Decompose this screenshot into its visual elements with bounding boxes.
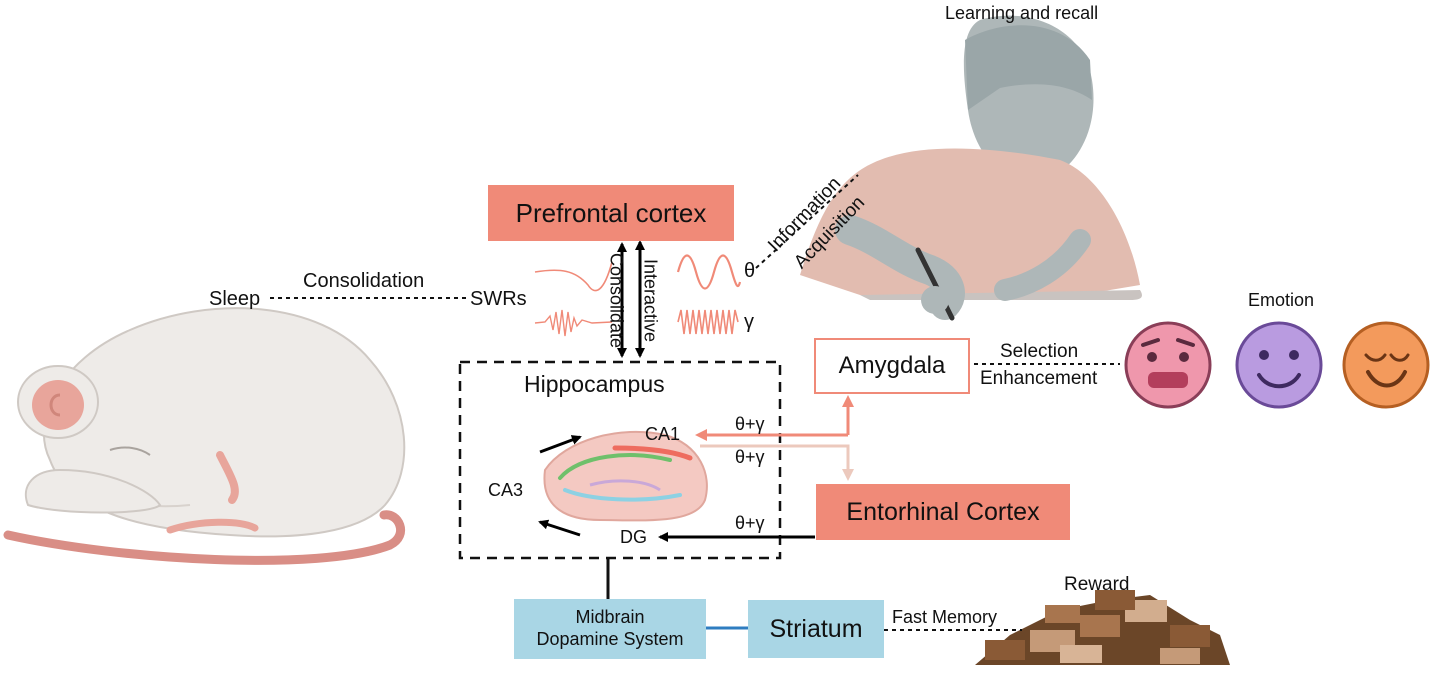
fast-memory-label: Fast Memory [892, 607, 998, 627]
information-acquisition-connector [755, 174, 859, 269]
gamma-symbol: γ [744, 311, 754, 333]
reward-pellets-illustration [975, 590, 1230, 665]
striatum-box: Striatum [748, 600, 884, 658]
entorhinal-cortex-label: Entorhinal Cortex [846, 497, 1040, 526]
prefrontal-cortex-label: Prefrontal cortex [515, 197, 707, 228]
face-smiling-icon [1235, 321, 1323, 409]
consolidate-label: Consolidate [606, 252, 627, 349]
sleep-label: Sleep [209, 288, 261, 310]
interactive-label: Interactive [640, 258, 661, 343]
entorhinal-cortex-box: Entorhinal Cortex [816, 484, 1070, 540]
swrs-label: SWRs [470, 288, 527, 310]
dg-label: DG [620, 527, 647, 547]
striatum-label: Striatum [769, 614, 863, 643]
theta-symbol: θ [744, 260, 756, 282]
dg-to-ca3-arrow [538, 519, 581, 537]
theta-gamma-label-entorhinal: θ+γ [735, 447, 765, 467]
sleeping-rat-illustration [3, 307, 406, 565]
prefrontal-cortex-box: Prefrontal cortex [488, 185, 734, 241]
swr-ripple-icon [534, 309, 613, 337]
ca3-label: CA3 [488, 480, 524, 500]
midbrain-label-line1: Midbrain [575, 607, 645, 628]
ca1-label: CA1 [645, 424, 681, 444]
consolidation-label: Consolidation [303, 270, 425, 292]
amygdala-label: Amygdala [838, 352, 946, 379]
face-content-icon [1342, 321, 1430, 409]
reward-label: Reward [1064, 574, 1130, 595]
hippocampus-illustration [543, 431, 708, 522]
emotion-label: Emotion [1248, 290, 1315, 310]
gamma-wave-icon [677, 309, 739, 335]
hippocampus-label: Hippocampus [524, 371, 665, 397]
hippocampus-region-box [458, 360, 782, 560]
person-studying-illustration [800, 15, 1142, 321]
learning-and-recall-label: Learning and recall [945, 3, 1099, 23]
midbrain-dopamine-box: Midbrain Dopamine System [514, 599, 706, 659]
amygdala-box: Amygdala [814, 338, 970, 394]
theta-wave-icon [676, 254, 742, 290]
theta-gamma-label-amygdala: θ+γ [735, 414, 765, 434]
swr-slow-wave-icon [534, 261, 613, 292]
midbrain-label-line2: Dopamine System [536, 629, 684, 649]
ca3-to-ca1-arrow [539, 435, 582, 454]
selection-label: Selection [1000, 341, 1079, 362]
theta-gamma-label-dg: θ+γ [735, 513, 765, 533]
ca1-to-entorhinal-arrow [700, 444, 854, 481]
enhancement-label: Enhancement [980, 368, 1098, 389]
face-worried-icon [1124, 321, 1212, 409]
